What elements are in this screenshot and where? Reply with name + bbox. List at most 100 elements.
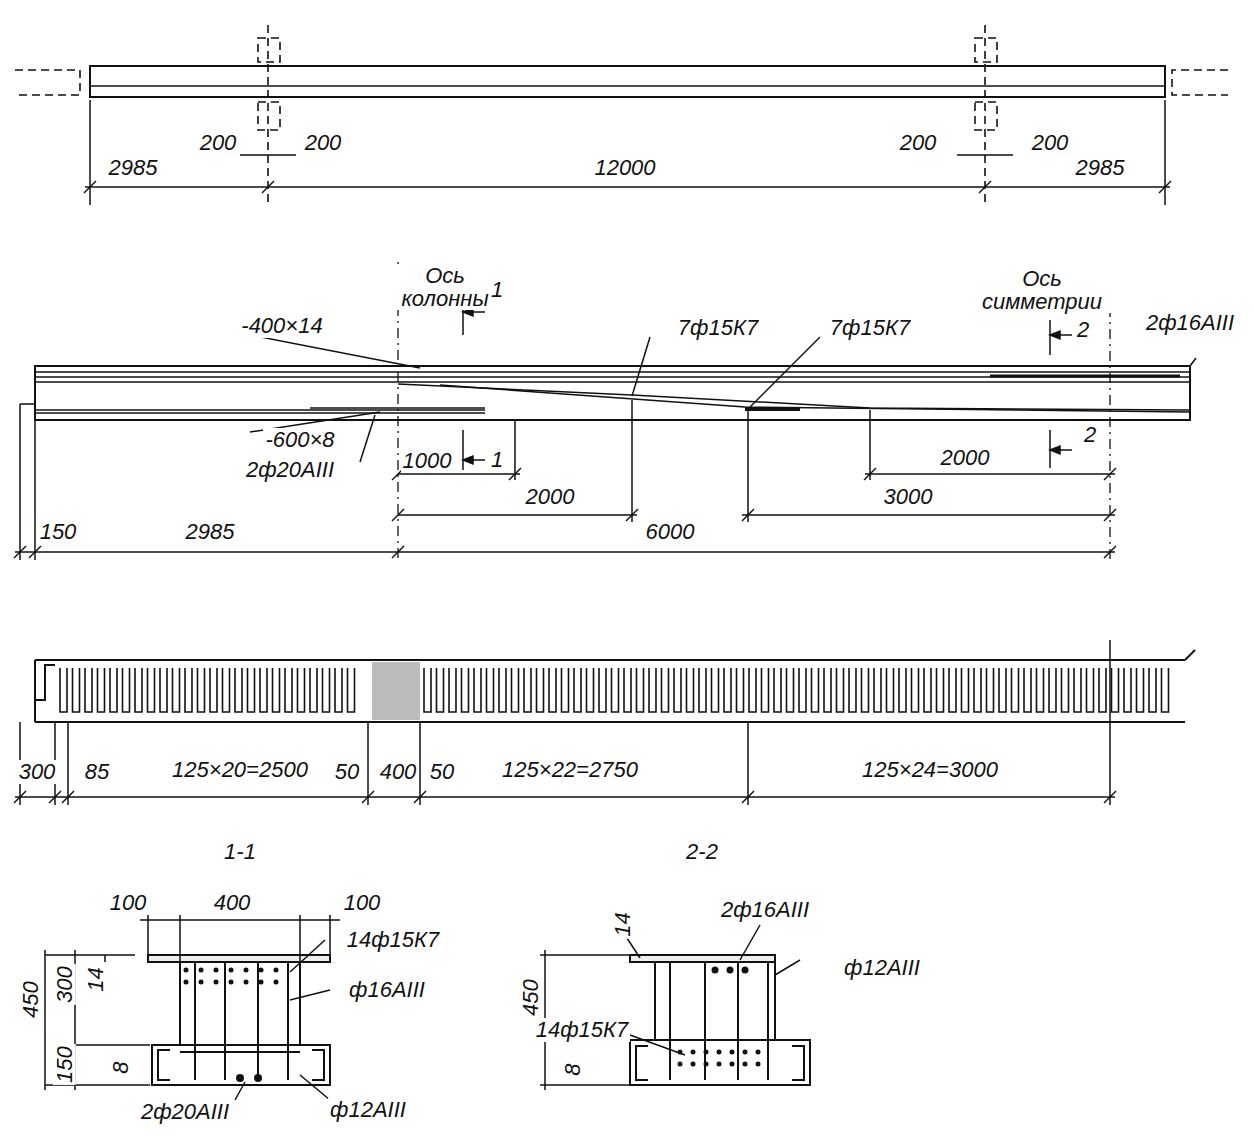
dimension-label: 2 bbox=[1082, 423, 1098, 446]
dimension-label: 2ф20АIII bbox=[139, 1100, 231, 1123]
dimension-label: 100 bbox=[108, 891, 149, 914]
dimension-label: 125×24=3000 bbox=[860, 758, 1000, 781]
strand-dot bbox=[199, 968, 204, 973]
dimension-label: 7ф15К7 bbox=[676, 316, 760, 339]
dimension-label: 50 bbox=[333, 760, 361, 783]
dimension-label: -600×8 bbox=[263, 428, 336, 451]
stirrups bbox=[60, 668, 1169, 712]
dimension-label: 200 bbox=[198, 131, 239, 154]
strand-dot bbox=[244, 968, 249, 973]
dimension-lines bbox=[14, 640, 1116, 805]
dimension-label: 2-2 bbox=[684, 840, 720, 863]
dimension-label: 1-1 bbox=[222, 840, 258, 863]
strand-dot bbox=[717, 1062, 722, 1067]
strand-dot bbox=[717, 1050, 722, 1055]
dimension-label: 6000 bbox=[644, 520, 697, 543]
dimension-lines bbox=[540, 925, 800, 1090]
beam-elevation bbox=[35, 366, 1190, 420]
strand-dot bbox=[184, 980, 189, 985]
dimension-label: 2ф16АIII bbox=[719, 898, 811, 921]
dimension-label: 1000 bbox=[401, 449, 454, 472]
bar-dot bbox=[712, 967, 719, 974]
dimension-label: 14 bbox=[83, 966, 106, 994]
strand-dot bbox=[259, 968, 264, 973]
bar-dot bbox=[742, 967, 749, 974]
dimension-label: 2ф16АIII bbox=[1144, 311, 1236, 334]
dimension-label: ф12АIII bbox=[842, 956, 922, 979]
dimension-label: 2985 bbox=[107, 156, 160, 179]
dimension-label: 14 bbox=[610, 911, 633, 939]
dimension-label: 450 bbox=[18, 980, 41, 1021]
strand-dot bbox=[678, 1062, 683, 1067]
strand-dot bbox=[244, 980, 249, 985]
dimension-label: 14ф15К7 bbox=[534, 1018, 631, 1041]
dimension-label: 8 bbox=[108, 1060, 131, 1076]
dimension-label: 1 bbox=[489, 278, 505, 301]
strand-dots bbox=[184, 968, 279, 1083]
strand-dot bbox=[704, 1062, 709, 1067]
dimension-lines bbox=[45, 915, 340, 1100]
section-2-2 bbox=[630, 955, 810, 1085]
dimension-lines bbox=[84, 100, 1171, 205]
beam-plan bbox=[90, 66, 1165, 97]
dimension-label: 200 bbox=[303, 131, 344, 154]
dimension-label: 125×22=2750 bbox=[500, 758, 640, 781]
dimension-label: 450 bbox=[518, 978, 541, 1019]
dimension-label: 100 bbox=[342, 891, 383, 914]
dimension-label: 400 bbox=[212, 891, 253, 914]
strand-dot bbox=[229, 980, 234, 985]
dimension-label: -400×14 bbox=[239, 314, 324, 337]
strand-dot bbox=[274, 980, 279, 985]
dimension-label: 2ф20АIII bbox=[244, 458, 336, 481]
reinforcement bbox=[20, 358, 1196, 420]
strand-dot bbox=[214, 968, 219, 973]
strand-dot bbox=[274, 968, 279, 973]
dimension-lines bbox=[14, 400, 1116, 560]
dimension-label: 7ф15К7 bbox=[828, 316, 912, 339]
strand-dot bbox=[229, 968, 234, 973]
dimension-label: 3000 bbox=[882, 485, 935, 508]
dimension-label: 85 bbox=[83, 760, 111, 783]
dimension-label: 150 bbox=[52, 1045, 75, 1086]
dimension-label: 300 bbox=[17, 760, 58, 783]
dimension-label: 2 bbox=[1075, 318, 1091, 341]
stirrup-beam bbox=[35, 660, 1185, 722]
strand-dot bbox=[214, 980, 219, 985]
dimension-label: Ось симметрии bbox=[970, 267, 1114, 313]
strand-dot bbox=[691, 1050, 696, 1055]
dimension-label: 2985 bbox=[184, 520, 237, 543]
dimension-label: 150 bbox=[38, 520, 79, 543]
stirrup-loop bbox=[60, 668, 355, 712]
beam-line bbox=[90, 85, 1165, 87]
strand-dot bbox=[756, 1062, 761, 1067]
dimension-label: 125×20=2500 bbox=[170, 758, 310, 781]
dimension-label: 50 bbox=[428, 760, 456, 783]
strand-dot bbox=[259, 980, 264, 985]
bar-dot bbox=[727, 967, 734, 974]
strand-dot bbox=[199, 980, 204, 985]
dimension-label: 2000 bbox=[939, 446, 992, 469]
dimension-label: 300 bbox=[52, 965, 75, 1006]
strand-dot bbox=[730, 1050, 735, 1055]
strand-dot bbox=[743, 1050, 748, 1055]
strand-dot bbox=[756, 1050, 761, 1055]
strand-dot bbox=[730, 1062, 735, 1067]
dimension-label: 14ф15К7 bbox=[345, 928, 442, 951]
dimension-label: 12000 bbox=[592, 156, 657, 179]
dimension-label: 200 bbox=[898, 131, 939, 154]
dimension-label: 8 bbox=[560, 1062, 583, 1078]
dimension-label: 2000 bbox=[524, 485, 577, 508]
adjacent-beams bbox=[15, 25, 1228, 205]
dimension-label: 400 bbox=[378, 760, 419, 783]
dimension-label: ф12АIII bbox=[328, 1098, 408, 1121]
strand-dot bbox=[704, 1050, 709, 1055]
dimension-label: Ось колонны bbox=[396, 264, 495, 310]
strand-dot bbox=[184, 968, 189, 973]
column-zone bbox=[372, 662, 420, 720]
dimension-label: 1 bbox=[489, 448, 505, 471]
dimension-label: 200 bbox=[1030, 131, 1071, 154]
stirrup-loop bbox=[424, 668, 1169, 712]
dimension-label: 2985 bbox=[1074, 156, 1127, 179]
strand-dots bbox=[678, 967, 761, 1067]
